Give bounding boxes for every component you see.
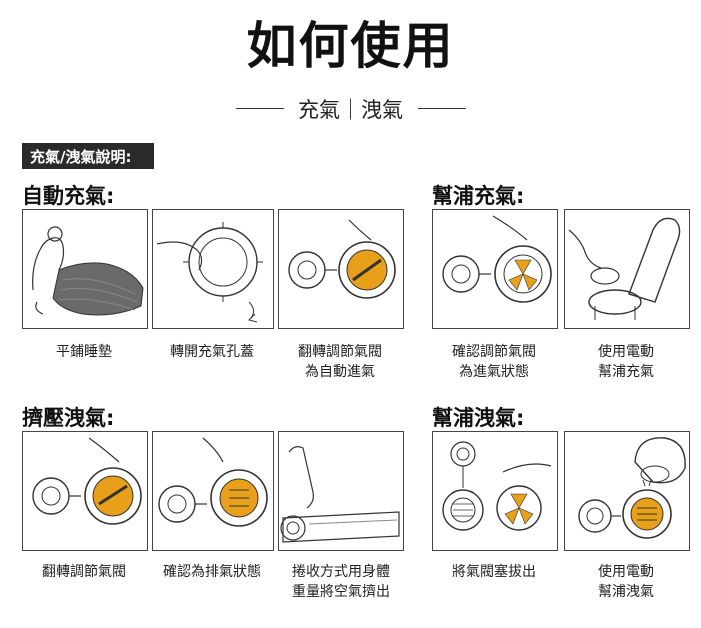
turn-valve-illustration — [32, 437, 142, 525]
caption-line: 翻轉調節氣閥 為自動進氣 — [298, 344, 382, 380]
illustration-open-cap — [152, 209, 274, 329]
illustration-pump-deflate — [564, 431, 690, 551]
caption-open-cap: 轉開充氣孔蓋 — [170, 344, 254, 360]
illustration-confirm-exhaust — [152, 431, 274, 551]
section-title-auto-inflate: 自動充氣: — [22, 184, 115, 208]
pump-inflate-illustration — [568, 217, 681, 320]
instructions-label-bar — [22, 143, 154, 169]
confirm-exhaust-illustration — [158, 437, 268, 527]
illustration-pull-plug — [432, 431, 558, 551]
section-title-squeeze-deflate: 擠壓洩氣: — [22, 406, 115, 430]
subtitle-right-rule — [418, 108, 466, 109]
subtitle-block: 充氣｜洩氣 — [0, 94, 701, 122]
caption-pump-deflate: 使用電動 幫浦洩氣 — [564, 562, 688, 602]
turn-valve-auto-illustration — [288, 219, 396, 299]
caption-line: 使用電動 幫浦洩氣 — [598, 564, 654, 600]
caption-confirm-exhaust: 確認為排氣狀態 — [163, 564, 261, 580]
section-title-pump-deflate: 幫浦洩氣: — [432, 406, 525, 430]
illustration-lay-mat — [22, 209, 148, 329]
illustration-turn-valve — [22, 431, 148, 551]
caption-pull-plug: 將氣閥塞拔出 — [452, 564, 536, 580]
caption-turn-valve: 翻轉調節氣閥 — [42, 564, 126, 580]
instructions-label: 充氣/洩氣說明: — [30, 148, 132, 166]
caption-line: 捲收方式用身體 重量將空氣擠出 — [292, 564, 390, 600]
open-cap-illustration — [156, 222, 263, 323]
subtitle-left-rule — [236, 108, 284, 109]
caption-lay-mat: 平鋪睡墊 — [56, 344, 112, 360]
section-title-pump-inflate: 幫浦充氣: — [432, 184, 525, 208]
pump-deflate-illustration — [578, 437, 686, 539]
roll-squeeze-illustration — [280, 446, 400, 543]
caption-line: 使用電動 幫浦充氣 — [598, 344, 654, 380]
illustration-confirm-intake — [432, 209, 558, 329]
confirm-intake-illustration — [442, 215, 552, 303]
lay-mat-illustration — [32, 226, 144, 316]
illustration-pump-inflate — [564, 209, 690, 329]
subtitle: 充氣｜洩氣 — [298, 98, 403, 122]
page-title: 如何使用 — [246, 17, 455, 75]
caption-pump-inflate: 使用電動 幫浦充氣 — [564, 342, 688, 382]
caption-roll-squeeze: 捲收方式用身體 重量將空氣擠出 — [276, 562, 406, 602]
caption-confirm-intake: 確認調節氣閥 為進氣狀態 — [432, 342, 556, 382]
illustration-roll-squeeze — [278, 431, 404, 551]
caption-turn-valve-auto: 翻轉調節氣閥 為自動進氣 — [278, 342, 402, 382]
pull-plug-illustration — [442, 441, 552, 531]
caption-line: 確認調節氣閥 為進氣狀態 — [452, 344, 536, 380]
illustration-turn-valve-auto — [278, 209, 404, 329]
